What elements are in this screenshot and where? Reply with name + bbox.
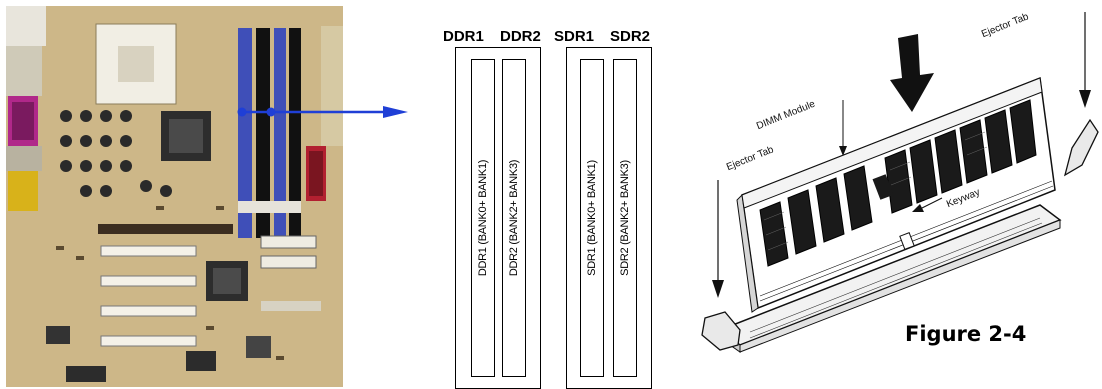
slot-label-sdr1: SDR1 (BANK0+ BANK1) [586,160,598,276]
slot-header-sdr1: SDR1 [554,28,595,45]
slot-label-ddr1: DDR1 (BANK0+ BANK1) [477,159,489,277]
slot-header-ddr1: DDR1 [443,28,484,45]
motherboard-photo [6,6,343,387]
ddr-slot-group [455,47,541,389]
dimm-slot-ddr2: DDR2 (BANK2+ BANK3) [502,59,526,377]
dimm-slot-sdr1: SDR1 (BANK0+ BANK1) [580,59,604,377]
dimm-slot-sdr2: SDR2 (BANK2+ BANK3) [613,59,637,377]
slot-label-ddr2: DDR2 (BANK2+ BANK3) [508,159,520,277]
dimm-slot-ddr1: DDR1 (BANK0+ BANK1) [471,59,495,377]
dimm-installation-illustration: Ejector Tab DIMM Module Ejector Tab Keyw… [680,0,1102,389]
slot-header-ddr2: DDR2 [500,28,541,45]
slot-label-sdr2: SDR2 (BANK2+ BANK3) [619,160,631,276]
sdr-slot-group [566,47,652,389]
figure-caption: Figure 2-4 [905,322,1027,346]
slot-header-sdr2: SDR2 [610,28,651,45]
